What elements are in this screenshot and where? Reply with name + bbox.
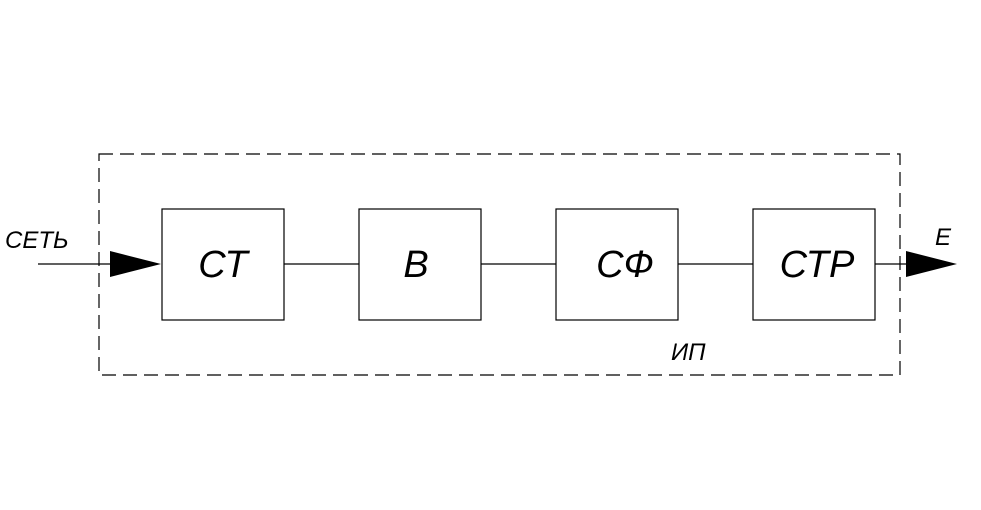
output-arrow — [906, 251, 957, 277]
input-label: СЕТЬ — [5, 227, 69, 254]
block-v — [358, 208, 482, 321]
block-sf-label: СФ — [596, 244, 654, 286]
input-arrow — [110, 251, 161, 277]
output-label: Е — [935, 224, 952, 251]
block-st — [161, 208, 285, 321]
container-label: ИП — [671, 339, 706, 366]
block-v-label: В — [403, 244, 428, 286]
block-str-label: СТР — [780, 244, 855, 286]
block-st-label: СТ — [198, 244, 250, 286]
